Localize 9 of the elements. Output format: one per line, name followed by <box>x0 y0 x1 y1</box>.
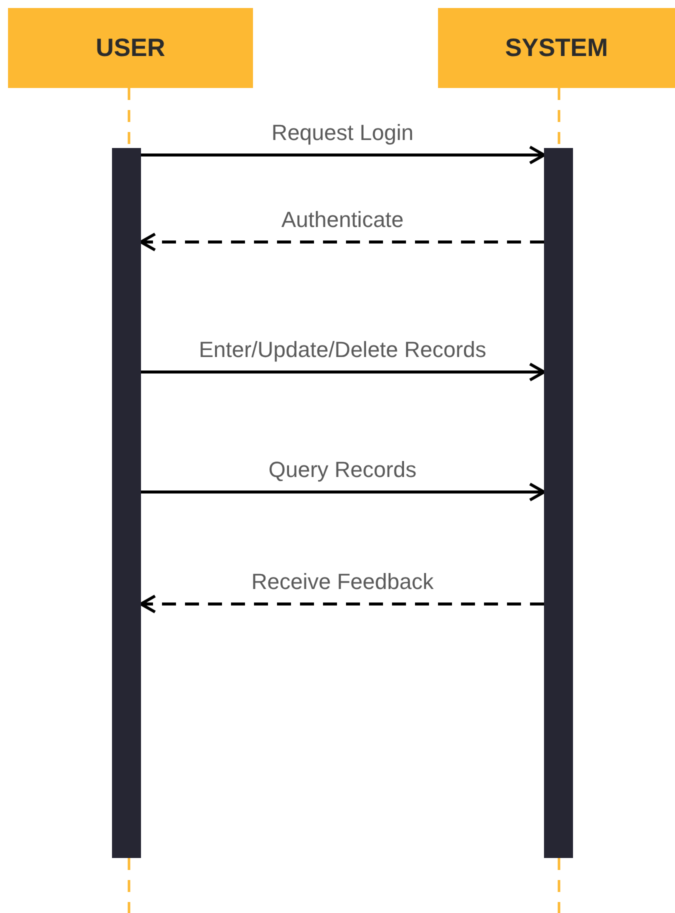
message-arrow <box>141 146 546 164</box>
activation-bar <box>112 148 141 858</box>
lifeline-header: SYSTEM <box>438 8 675 88</box>
return-message-arrow <box>140 594 544 614</box>
message-arrow <box>141 482 546 502</box>
activation-bar <box>544 148 573 858</box>
return-message-arrow <box>140 232 544 252</box>
message-arrow <box>141 362 546 382</box>
lifeline-header: USER <box>8 8 253 88</box>
